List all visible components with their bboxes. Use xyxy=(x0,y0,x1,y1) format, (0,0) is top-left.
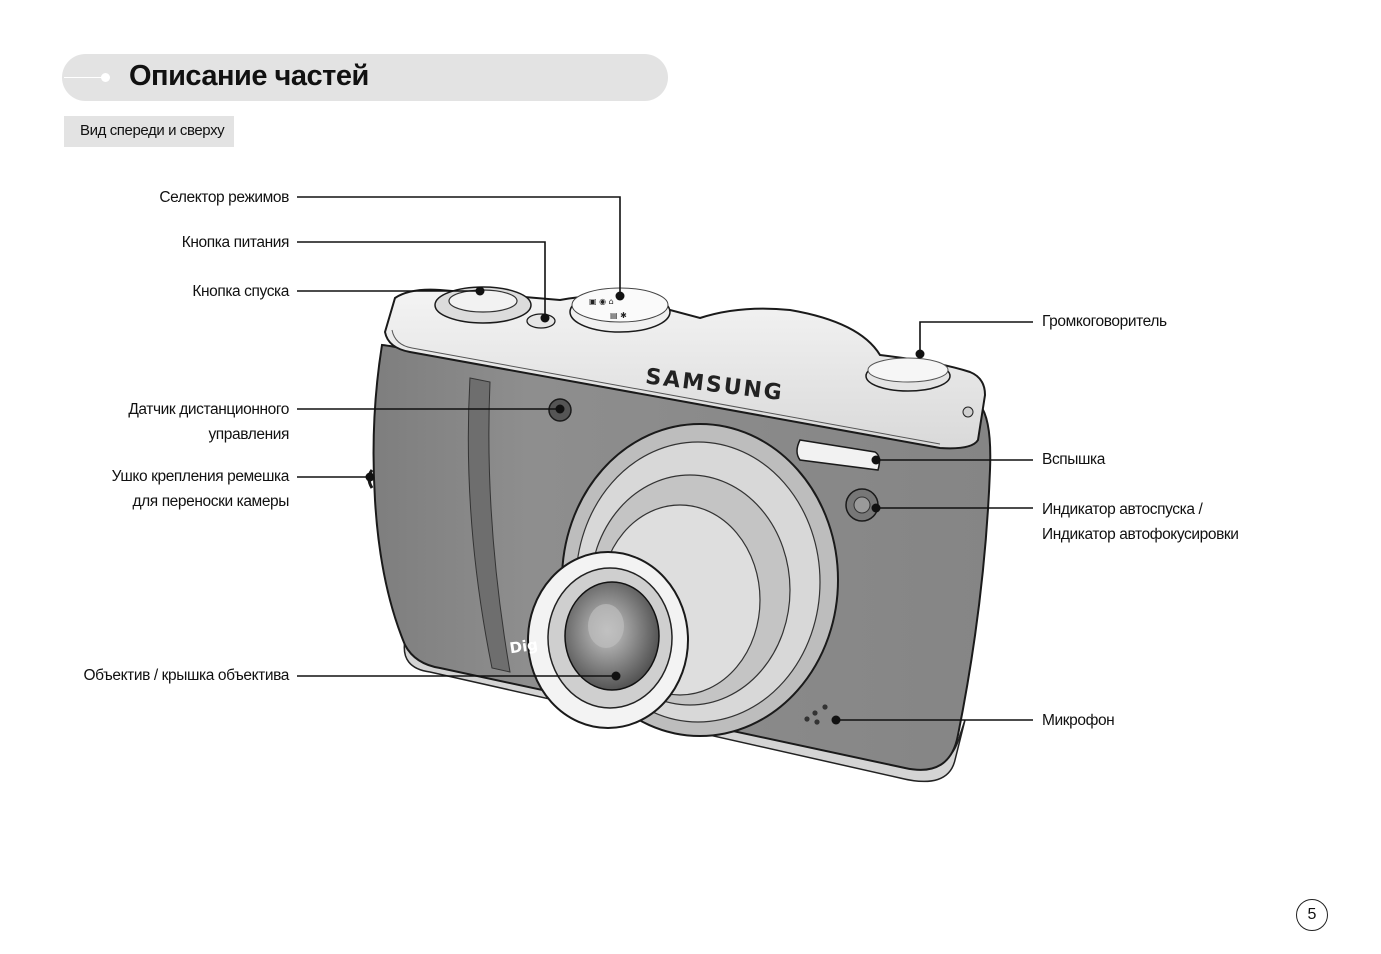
svg-text:▣ ◉ ⌂: ▣ ◉ ⌂ xyxy=(589,297,614,306)
label-remote-sensor-line2: управления xyxy=(59,422,289,447)
leader-dot xyxy=(872,504,881,513)
label-indicator-line1: Индикатор автоспуска / xyxy=(1042,497,1202,522)
leader-dot xyxy=(616,292,625,301)
microphone-hole xyxy=(812,710,817,715)
microphone-hole xyxy=(804,716,809,721)
leader-dot xyxy=(916,350,925,359)
label-mode-selector: Селектор режимов xyxy=(89,185,289,210)
label-power-button: Кнопка питания xyxy=(89,230,289,255)
label-lens-cover: Объектив / крышка объектива xyxy=(39,663,289,688)
page-number: 5 xyxy=(1296,899,1328,931)
label-strap-eyelet-line2: для переноски камеры xyxy=(59,489,289,514)
leader-dot xyxy=(476,287,485,296)
label-shutter-button: Кнопка спуска xyxy=(89,279,289,304)
leader-dot xyxy=(541,314,550,323)
microphone-hole xyxy=(822,704,827,709)
microphone-hole xyxy=(814,719,819,724)
svg-text:▤ ✱: ▤ ✱ xyxy=(610,311,627,320)
leader-speaker xyxy=(920,322,1033,354)
leader-dot xyxy=(366,473,375,482)
label-microphone: Микрофон xyxy=(1042,708,1114,733)
leader-mode-selector xyxy=(297,197,620,296)
label-remote-sensor-line1: Датчик дистанционного xyxy=(59,397,289,422)
leader-dot xyxy=(872,456,881,465)
label-strap-eyelet-line1: Ушко крепления ремешка xyxy=(59,464,289,489)
leader-dot xyxy=(556,405,565,414)
leader-dot xyxy=(612,672,621,681)
label-speaker: Громкоговоритель xyxy=(1042,309,1167,334)
leader-dot xyxy=(832,716,841,725)
label-flash: Вспышка xyxy=(1042,447,1105,472)
label-indicator-line2: Индикатор автофокусировки xyxy=(1042,522,1239,547)
